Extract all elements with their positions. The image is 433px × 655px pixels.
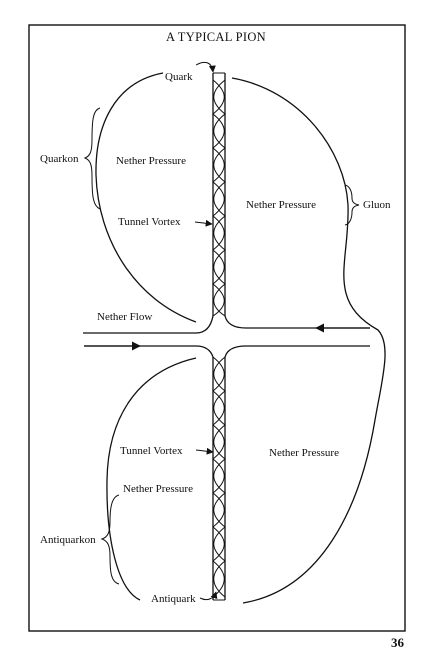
page-frame [28, 24, 406, 632]
antiquark-label: Antiquark [151, 593, 196, 605]
nether-pressure-lower-right-label: Nether Pressure [269, 447, 339, 459]
quarkon-brace [83, 107, 101, 210]
gluon-label: Gluon [363, 199, 391, 211]
diagram-title: A TYPICAL PION [166, 30, 266, 44]
gluon-boundary [231, 77, 386, 604]
antiquarkon-label: Antiquarkon [40, 534, 96, 546]
tunnel-vortex-lower-arrow [195, 447, 214, 455]
antiquarkon-boundary [106, 357, 197, 601]
nether-flow-lines [83, 315, 370, 358]
nether-pressure-upper-left-label: Nether Pressure [116, 155, 186, 167]
antiquark-pointer-arrow [199, 591, 218, 601]
quark-label: Quark [165, 71, 193, 83]
tunnel-vortex-lower-label: Tunnel Vortex [120, 445, 183, 457]
nether-pressure-upper-right-label: Nether Pressure [246, 199, 316, 211]
tunnel-vortex-upper-arrow [194, 219, 213, 227]
gluon-brace [344, 184, 360, 226]
quarkon-boundary [95, 72, 197, 323]
tunnel-vortex-upper-label: Tunnel Vortex [118, 216, 181, 228]
nether-flow-label: Nether Flow [97, 311, 152, 323]
quark-pointer-arrow [195, 61, 216, 73]
nether-pressure-lower-left-label: Nether Pressure [123, 483, 193, 495]
antiquarkon-brace [100, 494, 120, 585]
lower-tunnel-vortex-tube [212, 356, 226, 601]
upper-tunnel-vortex-tube [212, 72, 226, 317]
page-number: 36 [391, 635, 405, 650]
quarkon-label: Quarkon [40, 153, 79, 165]
